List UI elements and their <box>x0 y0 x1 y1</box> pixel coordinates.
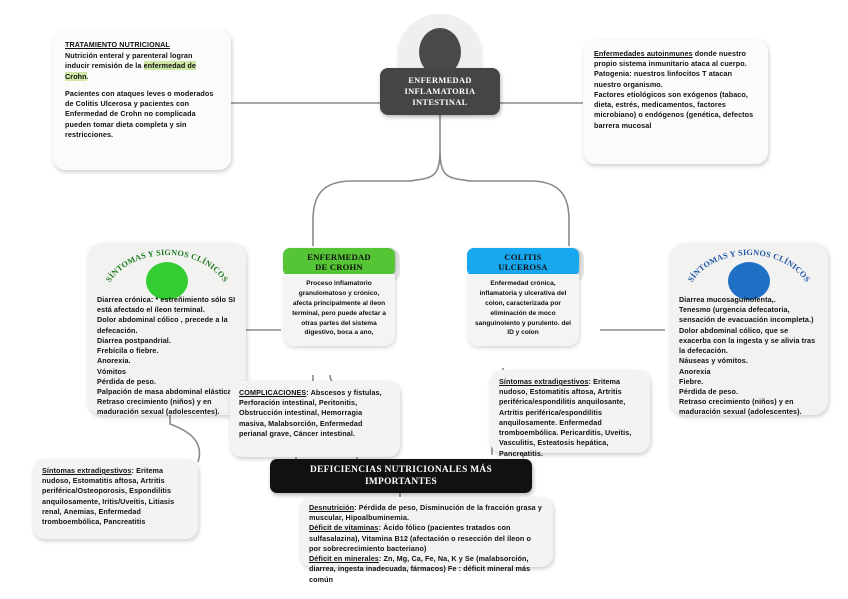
note-tratamiento-nutricional[interactable]: TRATAMIENTO NUTRICIONAL Nutrición entera… <box>53 30 231 170</box>
note-autoinmunes-line2: Patogenia: nuestros linfocitos T atacan … <box>594 69 733 89</box>
deficiencia-item-0: Desnutrición: Pérdida de peso, Disminuci… <box>309 503 544 523</box>
panel-sintomas-colitis-list: Diarrea mucosaguinolenta,. Tenesmo (urge… <box>679 295 821 418</box>
deficiencia-1-label: Déficit de vitaminas <box>309 523 379 533</box>
branch-crohn-title-line1: ENFERMEDAD <box>307 251 371 262</box>
note-para1: Nutrición enteral y parenteral logran in… <box>65 51 219 82</box>
branch-colitis-header[interactable]: COLITIS ULCEROSA <box>467 248 579 276</box>
sym-right-item-2: Dolor abdominal cólico, que se exacerba … <box>679 325 816 356</box>
banner-deficiencias-nutricionales[interactable]: DEFICIENCIAS NUTRICIONALES MÁS IMPORTANT… <box>270 459 532 493</box>
blue-circle-icon <box>728 262 770 300</box>
extradigestive-right-body: : Eritema nudoso, Estomatitis aftosa, Ar… <box>499 377 632 458</box>
extradigestive-left-text: Síntomas extradigestivos: Eritema nudoso… <box>42 466 189 527</box>
deficiencia-2-label: Déficit en minerales <box>309 554 379 564</box>
branch-colitis-ulcerosa[interactable]: COLITIS ULCEROSA Enfermedad crónica, inf… <box>467 248 584 347</box>
note-title-tratamiento: TRATAMIENTO NUTRICIONAL <box>65 40 170 49</box>
sym-left-item-3: Frebícila o fiebre. <box>97 346 159 356</box>
sym-left-item-8: Retraso crecimiento (niños) y en madurac… <box>97 397 220 417</box>
extradigestive-right-label: Síntomas extradigestivos <box>499 377 589 386</box>
sym-left-item-4: Anorexia. <box>97 356 131 366</box>
branch-colitis-body: Enfermedad crónica, inflamatoria y ulcer… <box>467 274 579 347</box>
branch-crohn-description: Proceso inflamatorio granulomatoso y cró… <box>292 280 386 337</box>
branch-colitis-title-line2: ULCEROSA <box>498 262 548 272</box>
deficiencia-1-body: : Ácido fólico (pacientes tratados con s… <box>309 523 531 553</box>
note-enfermedades-autoinmunes[interactable]: Enfermedades autoinmunes donde nuestro p… <box>583 40 768 164</box>
extradigestive-left-body: : Eritema nudoso, Estomatitis aftosa, Ar… <box>42 466 175 527</box>
panel-sintomas-crohn-list: Diarrea crónica: * estreñimiento sólo SI… <box>97 295 239 418</box>
note-complicaciones[interactable]: COMPLICACIONES: Abscesos y fístulas, Per… <box>230 381 400 457</box>
deficiencia-item-1: Déficit de vitaminas: Ácido fólico (paci… <box>309 523 544 554</box>
complicaciones-body: : Abscesos y fístulas, Perforación intes… <box>239 388 382 438</box>
note-autoinmunes-line3: Factores etiológicos son exógenos (tabac… <box>594 89 754 130</box>
branch-crohn-body: Proceso inflamatorio granulomatoso y cró… <box>283 274 395 347</box>
complicaciones-label: COMPLICACIONES <box>239 388 307 397</box>
root-node-enfermedad-inflamatoria-intestinal[interactable]: ENFERMEDAD INFLAMATORIA INTESTINAL <box>380 68 500 115</box>
sym-left-item-5: Vómitos <box>97 366 127 376</box>
root-line-2: INFLAMATORIA <box>404 86 476 96</box>
branch-crohn-title-line2: DE CROHN <box>315 262 363 272</box>
root-line-1: ENFERMEDAD <box>408 75 472 85</box>
sym-right-item-5: Fiebre. <box>679 376 704 386</box>
sym-right-item-4: Anorexia <box>679 366 711 376</box>
sym-right-item-1: Tenesmo (urgencia defecatoria, sensación… <box>679 305 814 325</box>
root-node-label: ENFERMEDAD INFLAMATORIA INTESTINAL <box>405 75 476 109</box>
note-para1-pre: Nutrición enteral y parenteral logran in… <box>65 51 193 71</box>
branch-colitis-title-line1: COLITIS <box>504 251 542 262</box>
note-para2: Pacientes con ataques leves o moderados … <box>65 88 214 139</box>
root-line-3: INTESTINAL <box>412 98 468 108</box>
note-sintomas-extradigestivos-crohn[interactable]: Síntomas extradigestivos: Eritema nudoso… <box>33 459 198 539</box>
panel-sintomas-colitis[interactable]: SÍNTOMAS Y SIGNOS CLÍNICOS Diarrea mucos… <box>670 243 828 418</box>
banner-label: DEFICIENCIAS NUTRICIONALES MÁS IMPORTANT… <box>310 464 492 488</box>
deficiencia-item-2: Déficit en minerales: Zn, Mg, Ca, Fe, Na… <box>309 554 544 585</box>
note-sintomas-extradigestivos-colitis[interactable]: Síntomas extradigestivos: Eritema nudoso… <box>490 370 650 458</box>
panel-sintomas-crohn-arc: SÍNTOMAS Y SIGNOS CLÍNICOS <box>88 247 246 305</box>
deficiencia-2-body: : Zn, Mg, Ca, Fe, Na, K y Se (malabsorci… <box>309 554 531 584</box>
extradigestive-left-label: Síntomas extradigestivos <box>42 466 132 475</box>
sym-right-item-7: Retraso crecimiento (niños) y en madurac… <box>679 397 802 417</box>
sym-left-item-1: Dolor abdominal cólico , precede a la de… <box>97 315 228 335</box>
sym-right-item-0: Diarrea mucosaguinolenta,. <box>679 295 776 304</box>
panel-sintomas-colitis-arc: SÍNTOMAS Y SIGNOS CLÍNICOS <box>670 247 828 305</box>
sym-left-item-7: Palpación de masa abdominal elástica . <box>97 386 236 396</box>
deficiencia-0-body: : Pérdida de peso, Disminución de la fra… <box>309 503 542 523</box>
panel-sintomas-crohn[interactable]: SÍNTOMAS Y SIGNOS CLÍNICOS Diarrea cróni… <box>88 243 246 418</box>
sym-right-item-6: Pérdida de peso. <box>679 386 739 396</box>
branch-colitis-description: Enfermedad crónica, inflamatoria y ulcer… <box>475 280 571 337</box>
note-para1-post: . <box>86 71 89 81</box>
note-deficiencias-detalle[interactable]: Desnutrición: Pérdida de peso, Disminuci… <box>300 497 553 584</box>
sym-left-item-2: Diarrea postpandrial. <box>97 335 171 345</box>
note-autoinmunes-title: Enfermedades autoinmunes <box>594 49 693 58</box>
sym-left-item-0: Diarrea crónica: * estreñimiento sólo SI… <box>97 295 236 315</box>
complicaciones-text: COMPLICACIONES: Abscesos y fístulas, Per… <box>239 388 391 439</box>
branch-crohn-title: ENFERMEDAD DE CROHN <box>307 252 371 273</box>
note-autoinmunes-line1-post: donde nuestro propio sistema inmunitario… <box>594 49 747 69</box>
sym-left-item-6: Pérdida de peso. <box>97 376 157 386</box>
note-autoinmunes-line1: Enfermedades autoinmunes donde nuestro p… <box>594 49 757 69</box>
extradigestive-right-text: Síntomas extradigestivos: Eritema nudoso… <box>499 377 641 459</box>
banner-line-2: IMPORTANTES <box>364 477 438 487</box>
banner-line-1: DEFICIENCIAS NUTRICIONALES MÁS <box>310 464 492 475</box>
branch-crohn-header[interactable]: ENFERMEDAD DE CROHN <box>283 248 395 276</box>
deficiencia-0-label: Desnutrición <box>309 503 355 512</box>
branch-enfermedad-de-crohn[interactable]: ENFERMEDAD DE CROHN Proceso inflamatorio… <box>283 248 400 347</box>
sym-right-item-3: Náuseas y vómitos. <box>679 356 748 366</box>
green-circle-icon <box>146 262 188 300</box>
branch-colitis-title: COLITIS ULCEROSA <box>498 252 547 273</box>
